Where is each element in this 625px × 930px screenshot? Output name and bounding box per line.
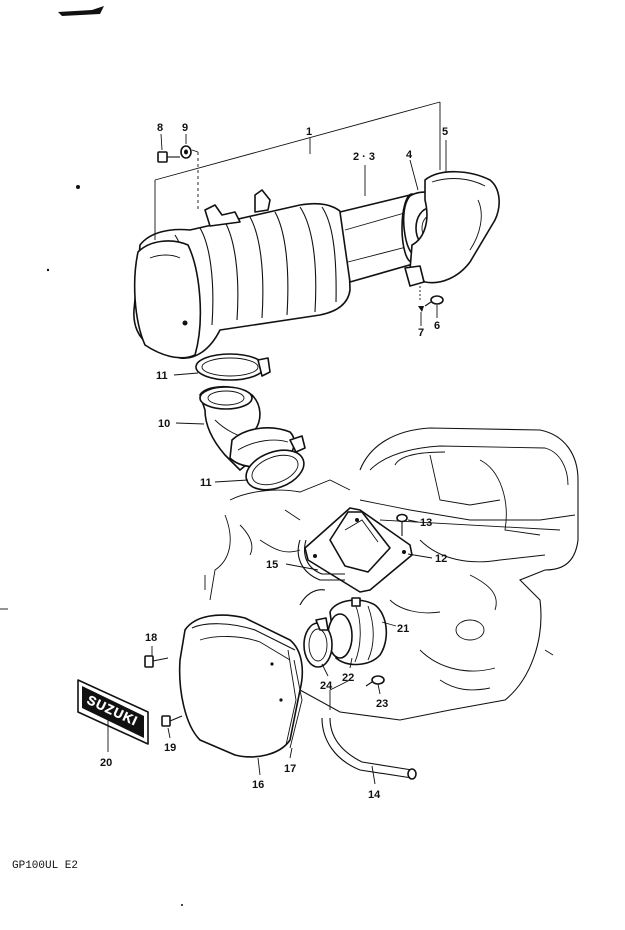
callout-9: 9 xyxy=(182,122,188,134)
carb-joint-22 xyxy=(327,597,388,666)
frame-outline xyxy=(204,479,351,601)
air-cleaner-assembly xyxy=(133,189,351,359)
callout-21: 21 xyxy=(397,623,409,635)
callout-11-lower: 11 xyxy=(200,477,212,489)
callout-20: 20 xyxy=(100,757,112,769)
washer-7 xyxy=(418,286,424,312)
callout-11-upper: 11 xyxy=(156,370,168,382)
washer-9 xyxy=(180,145,192,159)
callout-2-3: 2 · 3 xyxy=(353,151,375,163)
callout-10: 10 xyxy=(158,418,170,430)
scan-dot xyxy=(76,185,80,189)
screw-23 xyxy=(365,675,385,687)
side-cover-16 xyxy=(178,614,304,758)
screw-6 xyxy=(424,295,444,307)
bolt-18 xyxy=(144,655,169,668)
callout-14: 14 xyxy=(368,789,381,801)
inlet-shroud-12 xyxy=(304,507,413,593)
callout-8: 8 xyxy=(157,122,163,134)
scan-dot xyxy=(181,904,183,906)
bolt-13 xyxy=(396,513,408,536)
callout-labels: 1 2 · 3 4 5 6 7 8 9 10 11 11 12 13 14 15… xyxy=(100,122,448,801)
callout-22: 22 xyxy=(342,672,354,684)
hose-15 xyxy=(297,539,345,606)
rear-case xyxy=(404,170,500,287)
callout-4: 4 xyxy=(406,149,413,161)
clamp-24 xyxy=(303,617,333,668)
callout-5: 5 xyxy=(442,126,448,138)
callout-13: 13 xyxy=(420,517,432,529)
bolt-8 xyxy=(157,151,180,163)
callout-23: 23 xyxy=(376,698,388,710)
screw-19 xyxy=(161,715,183,727)
callout-19: 19 xyxy=(164,742,176,754)
callout-1: 1 xyxy=(306,126,312,138)
callout-18: 18 xyxy=(145,632,157,644)
callout-15: 15 xyxy=(266,559,278,571)
leader-lines xyxy=(107,101,447,785)
callout-6: 6 xyxy=(434,320,440,332)
emblem-20: SUZUKI xyxy=(77,679,149,745)
engine-block xyxy=(299,427,579,721)
callout-16: 16 xyxy=(252,779,264,791)
callout-17: 17 xyxy=(284,763,296,775)
callout-24: 24 xyxy=(320,680,333,692)
clamp-11-upper xyxy=(195,353,271,381)
callout-7: 7 xyxy=(418,327,424,339)
breather-hose-14 xyxy=(321,717,417,780)
callout-12: 12 xyxy=(435,553,447,565)
scan-smudge xyxy=(58,6,104,16)
scan-dot xyxy=(46,268,50,272)
diagram-caption: GP100UL E2 xyxy=(12,860,78,872)
